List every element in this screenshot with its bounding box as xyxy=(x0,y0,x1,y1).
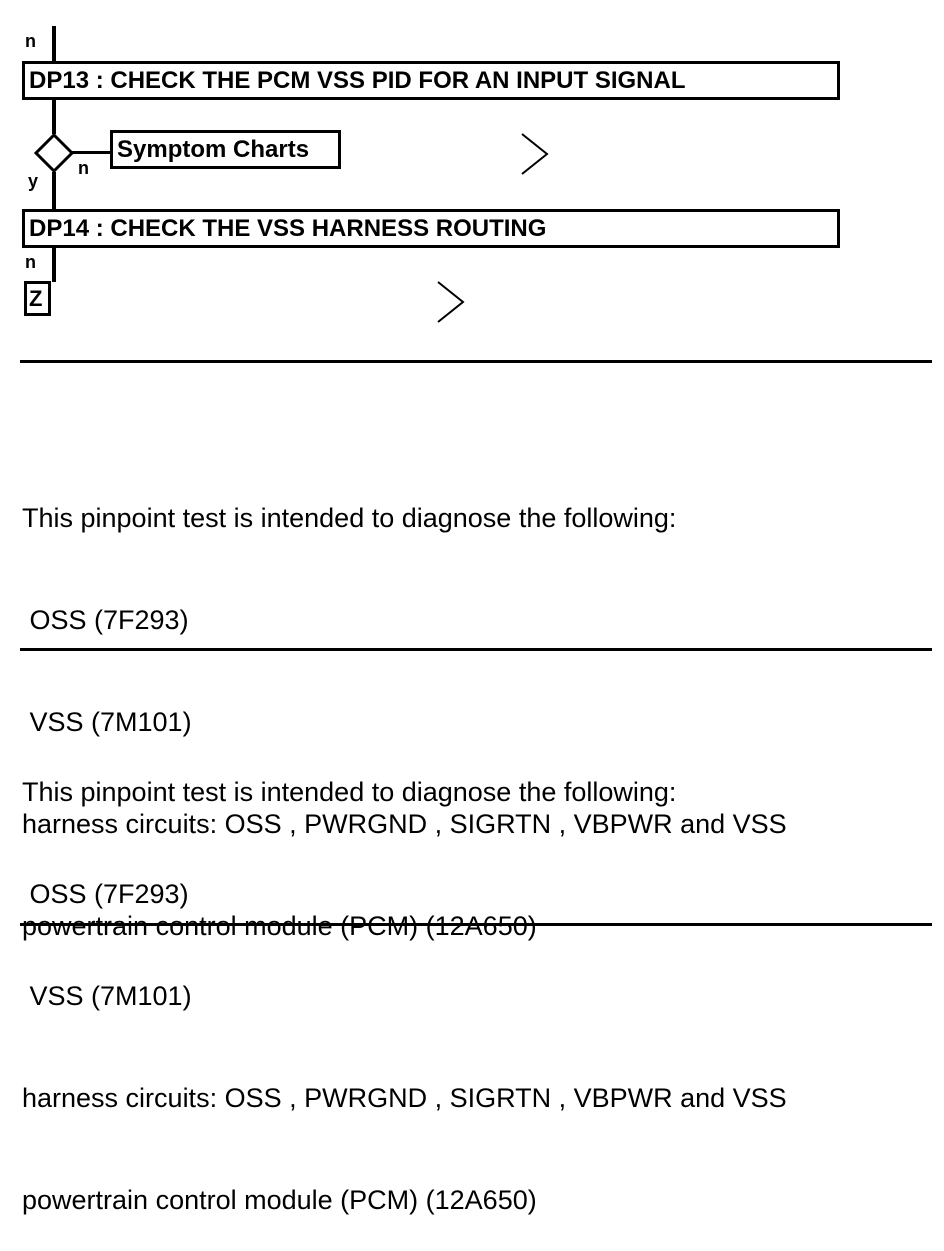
decision-yes-label: y xyxy=(28,171,39,191)
pinpoint-test-description: This pinpoint test is intended to diagno… xyxy=(22,433,787,977)
description-line: harness circuits: OSS , PWRGND , SIGRTN … xyxy=(22,809,787,839)
description-line: VSS (7M101) xyxy=(22,707,192,737)
flow-connector-dp13-decision xyxy=(52,100,56,134)
description-line: powertrain control module (PCM) (12A650) xyxy=(22,911,537,941)
section-divider xyxy=(20,648,932,651)
description-line: harness circuits: OSS , PWRGND , SIGRTN … xyxy=(22,1083,787,1113)
no-branch-label: n xyxy=(25,31,36,51)
dp13-step-box[interactable]: DP13 : CHECK THE PCM VSS PID FOR AN INPU… xyxy=(22,61,840,100)
description-line: powertrain control module (PCM) (12A650) xyxy=(22,1185,537,1215)
z-step-box[interactable]: Z xyxy=(24,281,51,316)
dp13-title: DP13 : CHECK THE PCM VSS PID FOR AN INPU… xyxy=(29,66,686,94)
dp14-step-box[interactable]: DP14 : CHECK THE VSS HARNESS ROUTING xyxy=(22,209,840,248)
dp14-title: DP14 : CHECK THE VSS HARNESS ROUTING xyxy=(29,214,547,242)
flow-connector-decision-dp14 xyxy=(52,172,56,210)
decision-diamond xyxy=(33,132,75,174)
description-line: OSS (7F293) xyxy=(22,879,189,909)
no-branch-label-bottom: n xyxy=(25,252,36,272)
symptom-charts-link[interactable]: Symptom Charts xyxy=(110,130,341,169)
description-line: This pinpoint test is intended to diagno… xyxy=(22,777,677,807)
flow-connector-dp14-z xyxy=(52,248,56,282)
decision-no-connector xyxy=(72,151,112,154)
section-divider xyxy=(20,923,932,926)
description-line: OSS (7F293) xyxy=(22,605,189,635)
pinpoint-test-description: This pinpoint test is intended to diagno… xyxy=(22,707,787,1251)
flow-connector-top xyxy=(52,26,56,62)
description-line: This pinpoint test is intended to diagno… xyxy=(22,503,677,533)
decision-no-label: n xyxy=(78,158,89,178)
chevron-right-icon[interactable] xyxy=(520,132,550,176)
description-line: VSS (7M101) xyxy=(22,981,192,1011)
z-label: Z xyxy=(29,285,43,311)
symptom-charts-label: Symptom Charts xyxy=(117,135,310,163)
chevron-right-icon[interactable] xyxy=(436,280,466,324)
section-divider xyxy=(20,360,932,363)
